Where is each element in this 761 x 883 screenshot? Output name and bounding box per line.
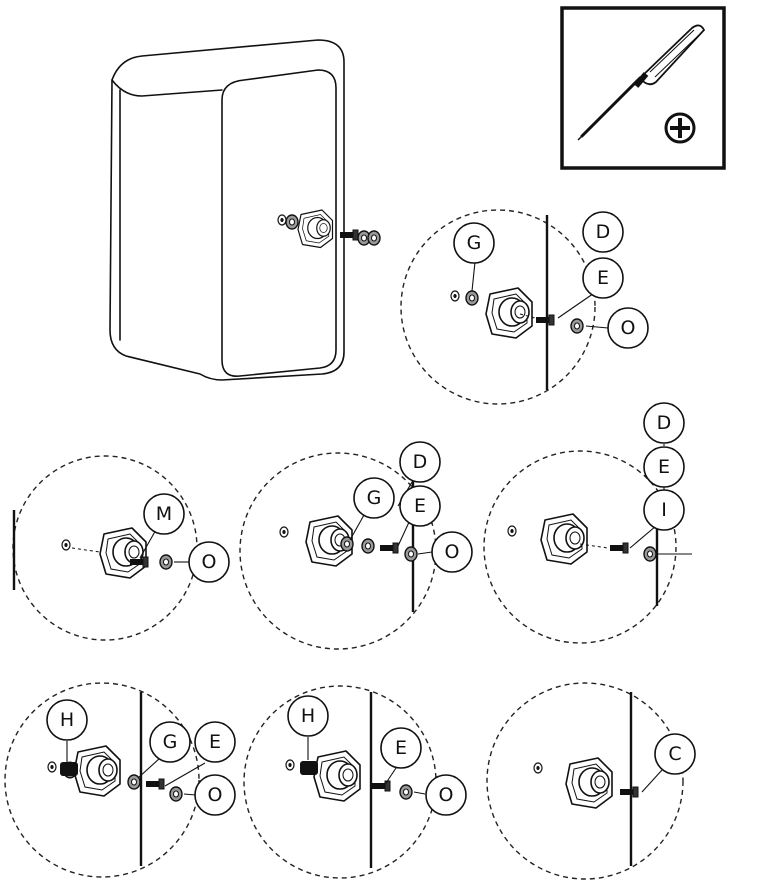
callout-E-3: E <box>399 485 441 527</box>
detail-view-7 <box>486 682 684 880</box>
svg-text:O: O <box>202 551 217 573</box>
detail-view-1 <box>400 209 609 405</box>
svg-text:H: H <box>60 709 74 731</box>
callout-O-3: O <box>431 531 473 573</box>
callout-M: M <box>143 493 185 535</box>
callout-G-5: G <box>149 721 191 763</box>
svg-text:E: E <box>395 737 407 759</box>
phillips-cross-icon <box>664 112 696 144</box>
callout-G-3: G <box>353 477 395 519</box>
callout-I: I <box>643 489 685 531</box>
svg-text:G: G <box>163 731 178 753</box>
svg-text:E: E <box>209 731 221 753</box>
svg-text:C: C <box>668 743 681 765</box>
svg-text:O: O <box>621 317 636 339</box>
svg-text:O: O <box>445 541 460 563</box>
callout-O-5: O <box>194 774 236 816</box>
svg-text:D: D <box>596 221 611 243</box>
callout-E-6: E <box>380 727 422 769</box>
callout-D-4: D <box>643 402 685 444</box>
svg-text:O: O <box>439 784 454 806</box>
callout-G: G <box>453 222 495 264</box>
callout-D: D <box>582 211 624 253</box>
callout-O-6: O <box>425 774 467 816</box>
screwdriver-icon <box>577 24 706 141</box>
callout-O: O <box>607 307 649 349</box>
detail-view-3 <box>239 452 437 650</box>
callout-D-3: D <box>399 441 441 483</box>
callout-E: E <box>582 257 624 299</box>
svg-text:E: E <box>414 495 426 517</box>
svg-text:G: G <box>467 232 482 254</box>
svg-text:E: E <box>658 456 670 478</box>
callout-E-5: E <box>194 721 236 763</box>
callout-C: C <box>654 733 696 775</box>
callout-E-4: E <box>643 446 685 488</box>
svg-text:O: O <box>208 784 223 806</box>
detail-view-2 <box>12 455 198 641</box>
svg-text:H: H <box>301 705 315 727</box>
svg-text:M: M <box>156 503 172 525</box>
svg-text:D: D <box>657 412 672 434</box>
callout-H: H <box>46 699 88 741</box>
detail-view-5 <box>4 682 206 878</box>
callout-H-6: H <box>287 695 329 737</box>
detail-view-4 <box>483 444 692 644</box>
svg-text:E: E <box>597 267 609 289</box>
callout-O-2: O <box>188 541 230 583</box>
cabinet-illustration <box>109 39 381 381</box>
detail-view-6 <box>243 685 437 879</box>
svg-text:D: D <box>413 451 428 473</box>
svg-text:I: I <box>661 499 667 521</box>
tool-box <box>560 6 726 170</box>
svg-text:G: G <box>367 487 382 509</box>
